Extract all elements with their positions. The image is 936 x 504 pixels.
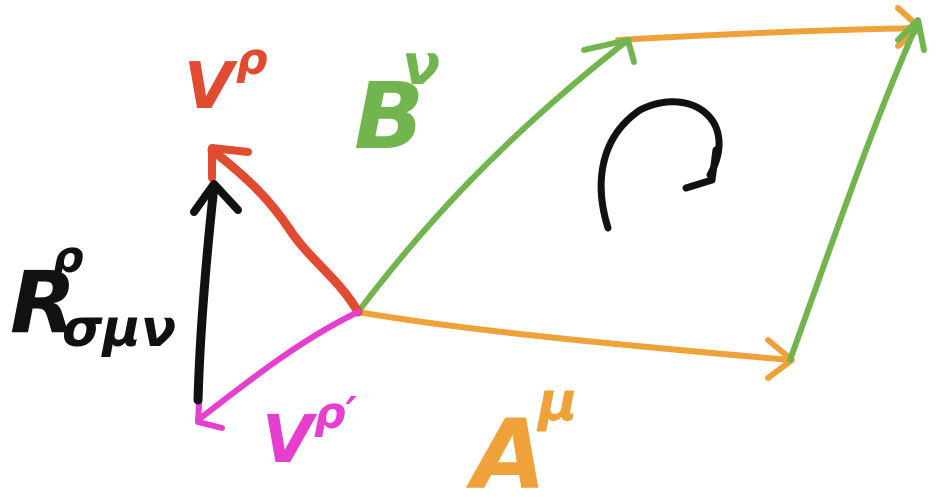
label-b-nu-base: B: [354, 63, 424, 170]
label-v-rho-base: V: [184, 50, 238, 124]
vector-v-rho: [207, 145, 363, 317]
label-v-rho-prime-sup: ρ′: [314, 388, 357, 439]
label-v-rho-prime-base: V: [262, 401, 318, 478]
vector-b-nu-arrowhead: [581, 37, 637, 65]
circulation-loop-arrow: [597, 98, 723, 232]
label-a-mu-base: A: [465, 399, 546, 504]
label-a-mu-sup: μ: [536, 370, 578, 433]
circulation-loop-arrowhead: [682, 146, 720, 192]
label-riemann-sub: σμν: [62, 299, 176, 359]
vector-a-mu: [355, 309, 793, 363]
label-b-nu-sup: ν: [402, 33, 440, 98]
label-v-rho-sup: ρ: [236, 34, 268, 85]
vector-b-nu: [355, 37, 631, 315]
vector-v-rho-arrowhead: [208, 144, 252, 182]
vector-riemann-difference: [193, 181, 219, 405]
label-riemann-base: R: [10, 253, 76, 353]
vector-riemann-difference-arrowhead: [190, 180, 242, 216]
vector-b-nu-transported-arrowhead: [895, 17, 927, 53]
vector-a-mu-transported: [615, 25, 921, 43]
label-riemann-sup: ρ: [52, 232, 84, 283]
vector-b-nu-transported: [787, 19, 921, 363]
vector-v-rho-prime: [195, 309, 361, 423]
